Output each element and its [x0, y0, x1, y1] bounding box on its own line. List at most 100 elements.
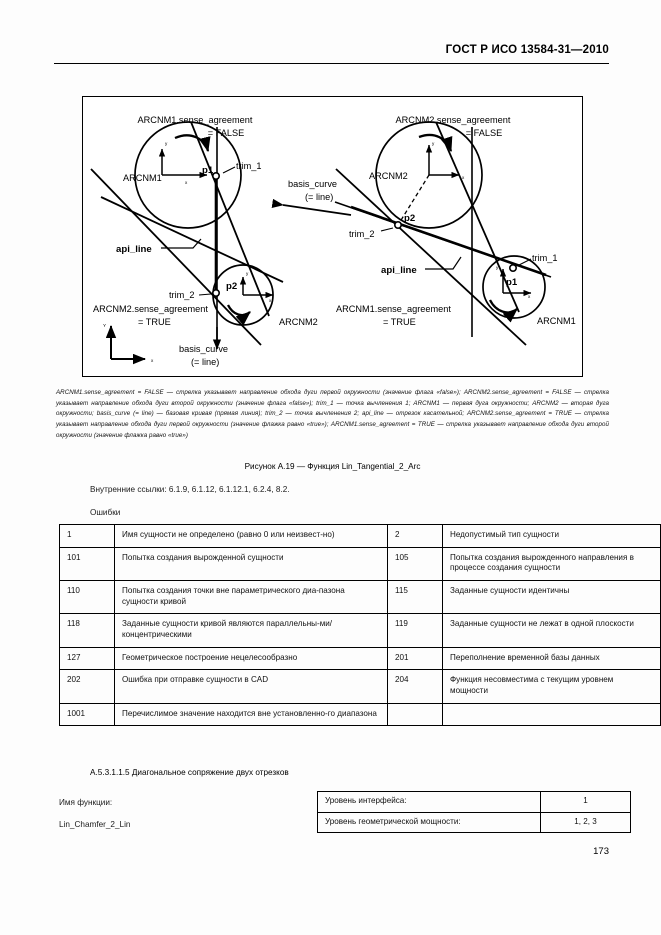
arc-circle-1 — [134, 121, 242, 229]
trim2-leader-r — [380, 227, 394, 232]
arcnm2-label: ARCNM2 — [279, 317, 318, 327]
error-description: Функция несовместима с текущим уровнем м… — [442, 669, 661, 704]
figure-a19: y x y x ARCNM1.sense_agreement = FALSE A… — [82, 96, 583, 377]
error-code: 118 — [59, 613, 115, 648]
p1-label: p1 — [202, 165, 214, 176]
trim1-label: trim_1 — [236, 161, 262, 171]
figure-caption: Рисунок А.19 — Функция Lin_Tangential_2_… — [244, 462, 421, 471]
sense1-label-line1: ARCNM1.sense_agreement — [138, 115, 253, 125]
point-p1-r — [509, 264, 518, 273]
global-axis-x-label: x — [151, 358, 154, 363]
error-code: 1 — [59, 524, 115, 548]
errors-section-label: Ошибки — [90, 508, 121, 517]
table-row: 127 Геометрическое построение нецелесооб… — [59, 646, 661, 671]
axis-x-label-2-r: x — [462, 175, 465, 180]
api-line-leader — [161, 238, 202, 249]
p2-label: p2 — [226, 281, 237, 292]
level-label: Уровень геометрической мощности: — [317, 811, 541, 834]
basis-label-mid-line1: basis_curve — [288, 179, 337, 189]
error-code: 115 — [387, 580, 443, 615]
trim2-leader — [198, 293, 212, 296]
trim1-leader — [222, 166, 236, 174]
tangent-line-c-r — [435, 121, 520, 313]
sense1-label-line1-r: ARCNM1.sense_agreement — [336, 304, 451, 314]
arcnm2-label-r: ARCNM2 — [369, 171, 408, 181]
error-description: Попытка создания точки вне параметрическ… — [114, 580, 388, 615]
table-row: 110 Попытка создания точки вне параметри… — [59, 580, 661, 615]
basis-label-mid-line2: (= line) — [305, 192, 333, 202]
function-levels-table: Уровень интерфейса: 1 Уровень геометриче… — [317, 791, 631, 834]
error-description: Перечислимое значение находится вне уста… — [114, 702, 388, 727]
basis-label-line1: basis_curve — [179, 344, 228, 354]
error-code: 101 — [59, 546, 115, 582]
level-value: 1 — [540, 791, 631, 813]
error-description: Попытка создания вырожденного направлени… — [442, 546, 661, 582]
error-description — [442, 702, 661, 727]
table-row: 101 Попытка создания вырожденной сущност… — [59, 546, 661, 582]
error-description: Имя сущности не определено (равно 0 или … — [114, 524, 388, 548]
arcnm1-label: ARCNM1 — [123, 173, 162, 183]
api-line-leader-r — [425, 256, 462, 270]
error-code: 202 — [59, 669, 115, 704]
error-description: Геометрическое построение нецелесообразн… — [114, 646, 388, 671]
error-code: 110 — [59, 580, 115, 615]
error-code: 204 — [387, 669, 443, 704]
figure-note: ARCNM1.sense_agreement = FALSE — стрелка… — [56, 389, 609, 439]
sense-arrow-1-r — [488, 299, 518, 323]
error-description: Заданные сущности идентичны — [442, 580, 661, 615]
page-number: 173 — [593, 846, 609, 857]
table-row: 118 Заданные сущности кривой являются па… — [59, 613, 661, 648]
tangent-line-b — [100, 196, 284, 283]
tangent-line-a — [90, 168, 262, 346]
trim2-label-r: trim_2 — [349, 229, 375, 239]
error-description: Заданные сущности кривой являются паралл… — [114, 613, 388, 648]
api-line-label-r: api_line — [381, 265, 417, 276]
left-diagram: y x y x ARCNM1.sense_agreement = FALSE A… — [90, 115, 318, 367]
level-value: 1, 2, 3 — [540, 811, 631, 834]
axis-y-label-1: y — [165, 141, 168, 146]
error-description: Ошибка при отправке сущности в CAD — [114, 669, 388, 704]
error-code — [387, 702, 443, 727]
error-description: Переполнение временной базы данных — [442, 646, 661, 671]
axis-y-label-2-r: y — [432, 141, 435, 146]
figure-svg: y x y x ARCNM1.sense_agreement = FALSE A… — [90, 115, 576, 367]
error-code: 1001 — [59, 702, 115, 727]
trim2-label: trim_2 — [169, 290, 195, 300]
table-row: Уровень геометрической мощности: 1, 2, 3 — [317, 811, 631, 834]
axis-y-label-1-r: y — [496, 265, 499, 270]
sense2-label-line2: = TRUE — [138, 317, 171, 327]
error-description: Заданные сущности не лежат в одной плоск… — [442, 613, 661, 648]
arc-circle-2-r — [375, 121, 483, 229]
error-code: 127 — [59, 646, 115, 671]
sense-arrow-2-r — [418, 133, 453, 153]
point-p2 — [212, 289, 221, 298]
axis-x-label-1: x — [185, 180, 188, 185]
section-heading: А.5.3.1.1.5 Диагональное сопряжение двух… — [90, 768, 289, 777]
sense-arrow-1 — [174, 134, 211, 153]
table-row: 202 Ошибка при отправке сущности в CAD 2… — [59, 669, 661, 704]
function-name-value: Lin_Chamfer_2_Lin — [59, 820, 131, 829]
sense1-label-line2: = FALSE — [208, 128, 245, 138]
header-rule — [54, 63, 609, 64]
standard-header: ГОСТ Р ИСО 13584-31—2010 — [445, 44, 609, 56]
sense2-label-line2-r: = FALSE — [466, 128, 503, 138]
basis-label-line2: (= line) — [191, 357, 219, 367]
error-code: 119 — [387, 613, 443, 648]
error-code: 201 — [387, 646, 443, 671]
function-name-label: Имя функции: — [59, 798, 113, 807]
sense-arrow-2 — [226, 304, 251, 326]
tangent-line-a-r — [335, 168, 527, 346]
error-code: 105 — [387, 546, 443, 582]
p1-label-r: p1 — [506, 277, 518, 288]
sense2-label-line1-r: ARCNM2.sense_agreement — [396, 115, 511, 125]
table-row: 1001 Перечислимое значение находится вне… — [59, 702, 661, 727]
sense2-label-line1: ARCNM2.sense_agreement — [93, 304, 208, 314]
point-p2-r — [393, 221, 402, 230]
trim1-leader-r — [518, 258, 532, 266]
axis-x-label-2: x — [269, 298, 272, 303]
basis-extension-r — [334, 201, 552, 278]
arcnm1-label-r: ARCNM1 — [537, 316, 576, 326]
radius-dashed-r — [397, 174, 430, 226]
api-line-label: api_line — [116, 244, 152, 255]
tangent-line-c — [190, 121, 270, 317]
